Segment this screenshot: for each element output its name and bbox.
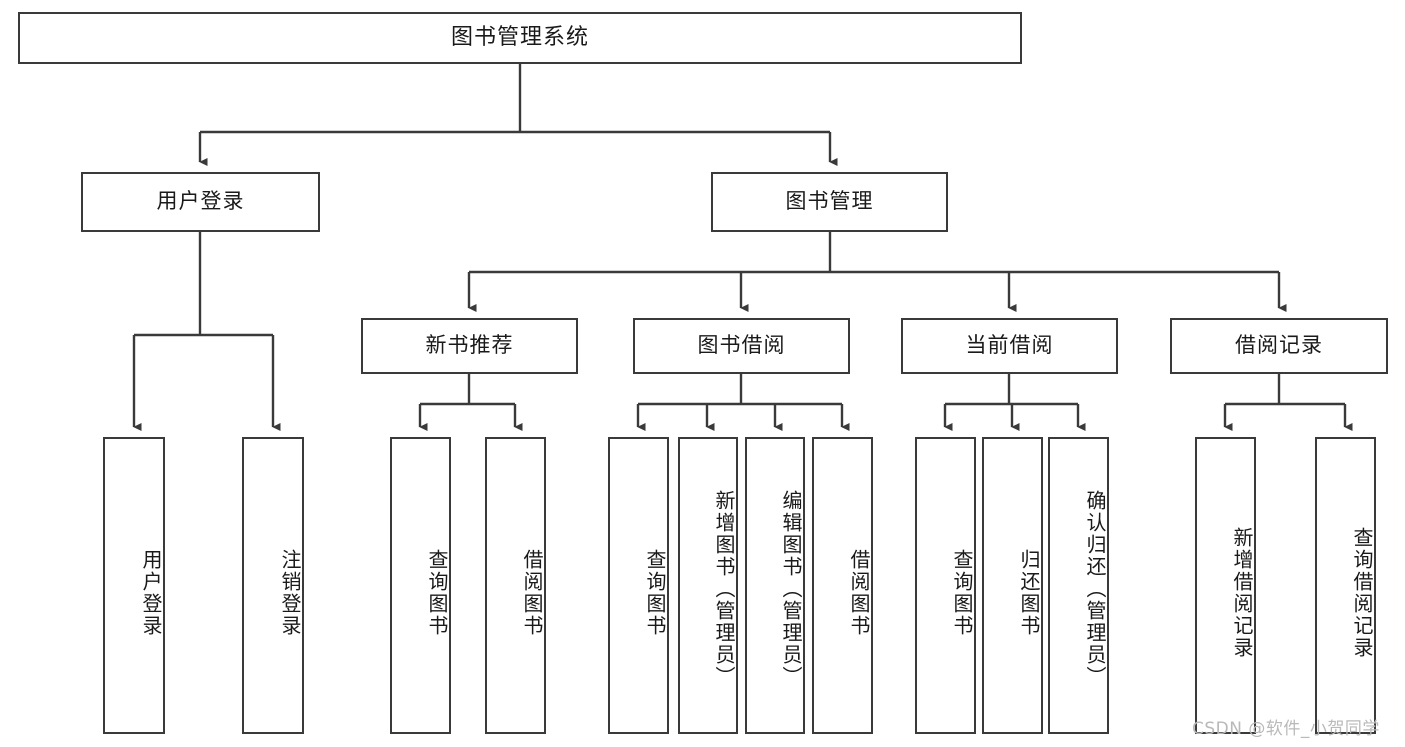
node-label: 新增图书（管理员）	[712, 489, 736, 688]
node-label: 借阅图书	[847, 548, 871, 637]
node-label: 新书推荐	[425, 333, 514, 358]
node-leaf-user-login[interactable]: 用户登录	[103, 437, 165, 734]
node-leaf-borrow-edit[interactable]: 编辑图书（管理员）	[745, 437, 805, 734]
node-book-manage[interactable]: 图书管理	[711, 172, 948, 232]
node-leaf-borrow-query[interactable]: 查询图书	[608, 437, 669, 734]
node-leaf-borrow-add[interactable]: 新增图书（管理员）	[678, 437, 738, 734]
node-borrow-record[interactable]: 借阅记录	[1170, 318, 1388, 374]
node-leaf-borrow-lend[interactable]: 借阅图书	[812, 437, 873, 734]
node-new-book-recommend[interactable]: 新书推荐	[361, 318, 578, 374]
node-leaf-recommend-borrow[interactable]: 借阅图书	[485, 437, 546, 734]
node-label: 图书借阅	[697, 333, 786, 358]
node-book-borrow[interactable]: 图书借阅	[633, 318, 850, 374]
node-leaf-record-add[interactable]: 新增借阅记录	[1195, 437, 1256, 734]
node-leaf-current-query[interactable]: 查询图书	[915, 437, 976, 734]
node-label: 图书管理系统	[450, 24, 589, 50]
node-leaf-record-query[interactable]: 查询借阅记录	[1315, 437, 1376, 734]
node-label: 确认归还（管理员）	[1083, 489, 1107, 688]
node-leaf-recommend-query[interactable]: 查询图书	[390, 437, 451, 734]
csdn-watermark: CSDN @软件_小贺同学	[1192, 719, 1380, 739]
node-label: 查询图书	[425, 548, 449, 637]
node-current-borrow[interactable]: 当前借阅	[901, 318, 1118, 374]
node-label: 当前借阅	[965, 333, 1054, 358]
node-label: 借阅记录	[1235, 333, 1323, 358]
node-label: 借阅图书	[520, 548, 544, 637]
node-leaf-current-return[interactable]: 归还图书	[982, 437, 1043, 734]
node-label: 编辑图书（管理员）	[779, 489, 803, 688]
node-user-login[interactable]: 用户登录	[81, 172, 320, 232]
node-label: 注销登录	[278, 548, 302, 637]
node-label: 查询图书	[950, 548, 974, 637]
node-label: 新增借阅记录	[1230, 526, 1254, 659]
node-label: 查询图书	[643, 548, 667, 637]
node-label: 归还图书	[1017, 548, 1041, 637]
node-label: 图书管理	[785, 189, 874, 214]
node-label: 用户登录	[156, 189, 245, 214]
node-leaf-user-logout[interactable]: 注销登录	[242, 437, 304, 734]
node-label: 用户登录	[139, 548, 163, 637]
node-leaf-current-confirm[interactable]: 确认归还（管理员）	[1048, 437, 1109, 734]
node-root[interactable]: 图书管理系统	[18, 12, 1022, 64]
node-label: 查询借阅记录	[1350, 526, 1374, 659]
